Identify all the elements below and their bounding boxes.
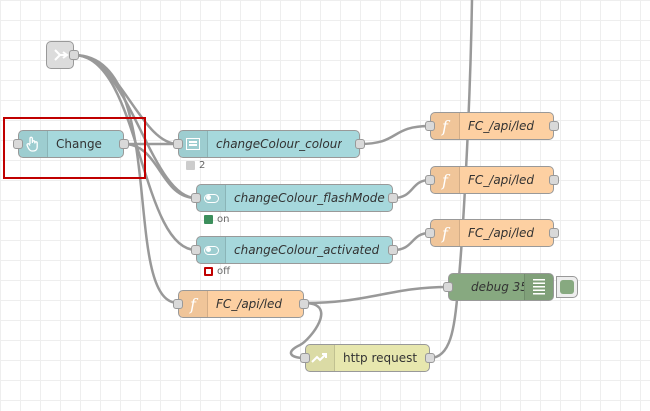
http-request-node[interactable]: http request: [300, 344, 435, 372]
function-node-1[interactable]: f FC_/api/led: [425, 112, 559, 140]
colour-output-port[interactable]: [355, 139, 365, 149]
activated-status: off: [204, 266, 230, 277]
flash-output-port[interactable]: [388, 193, 398, 203]
fc2-output-port[interactable]: [549, 175, 559, 185]
http-label: http request: [343, 351, 418, 365]
function-node-2[interactable]: f FC_/api/led: [425, 166, 559, 194]
colour-status-text: 2: [199, 160, 206, 171]
change-colour-activated-node[interactable]: changeColour_activated: [191, 236, 398, 264]
debug-node[interactable]: debug 35: [443, 273, 554, 301]
colour-node-label: changeColour_colour: [216, 137, 343, 151]
colour-input-port[interactable]: [173, 139, 183, 149]
flash-node-label: changeColour_flashMode: [234, 191, 385, 205]
debug-toggle-fill: [560, 280, 574, 294]
change-colour-flash-node[interactable]: changeColour_flashMode: [191, 184, 398, 212]
function-node-main[interactable]: f FC_/api/led: [173, 290, 309, 318]
function-node-3[interactable]: f FC_/api/led: [425, 219, 559, 247]
debug-toggle-button[interactable]: [556, 276, 578, 298]
status-dot: [186, 161, 195, 170]
change-output-port[interactable]: [119, 139, 129, 149]
fc3-label: FC_/api/led: [468, 226, 535, 240]
wire-linkin-fcmain: [73, 53, 179, 305]
change-inject-node[interactable]: Change: [13, 130, 129, 158]
fcmain-input-port[interactable]: [173, 299, 183, 309]
link-in-icon: [47, 42, 75, 68]
debug-label: debug 35: [471, 280, 524, 294]
colour-status: 2: [186, 160, 205, 171]
link-in-output-port[interactable]: [69, 50, 79, 60]
activated-node-label: changeColour_activated: [234, 243, 380, 257]
toggle-icon: [197, 237, 226, 263]
change-input-port[interactable]: [13, 139, 23, 149]
function-icon: f: [431, 220, 460, 246]
hand-pointer-icon: [19, 131, 48, 157]
fc1-input-port[interactable]: [425, 121, 435, 131]
wire-colour-fc1: [359, 124, 431, 146]
http-output-port[interactable]: [425, 353, 435, 363]
function-icon: f: [179, 291, 208, 317]
wire-fcmain-debug: [303, 285, 449, 305]
change-node-label: Change: [56, 137, 102, 151]
flash-status: on: [204, 214, 229, 225]
status-dot: [204, 215, 213, 224]
selection-highlight: [3, 117, 146, 179]
fc1-output-port[interactable]: [549, 121, 559, 131]
activated-status-text: off: [217, 266, 231, 277]
change-colour-colour-node[interactable]: changeColour_colour: [173, 130, 365, 158]
activated-output-port[interactable]: [388, 245, 398, 255]
toggle-icon: [197, 185, 226, 211]
fc3-input-port[interactable]: [425, 228, 435, 238]
flash-input-port[interactable]: [191, 193, 201, 203]
globe-icon: [306, 345, 335, 371]
fc2-label: FC_/api/led: [468, 173, 535, 187]
fcmain-label: FC_/api/led: [216, 297, 283, 311]
debug-input-port[interactable]: [443, 282, 453, 292]
function-icon: f: [431, 113, 460, 139]
fc2-input-port[interactable]: [425, 175, 435, 185]
fc3-output-port[interactable]: [549, 228, 559, 238]
fcmain-output-port[interactable]: [299, 299, 309, 309]
activated-input-port[interactable]: [191, 245, 201, 255]
debug-icon: [524, 274, 553, 300]
link-in-node[interactable]: [46, 41, 79, 69]
list-icon: [179, 131, 208, 157]
http-input-port[interactable]: [300, 353, 310, 363]
status-ring: [204, 267, 213, 276]
flash-status-text: on: [217, 214, 230, 225]
fc1-label: FC_/api/led: [468, 119, 535, 133]
function-icon: f: [431, 167, 460, 193]
